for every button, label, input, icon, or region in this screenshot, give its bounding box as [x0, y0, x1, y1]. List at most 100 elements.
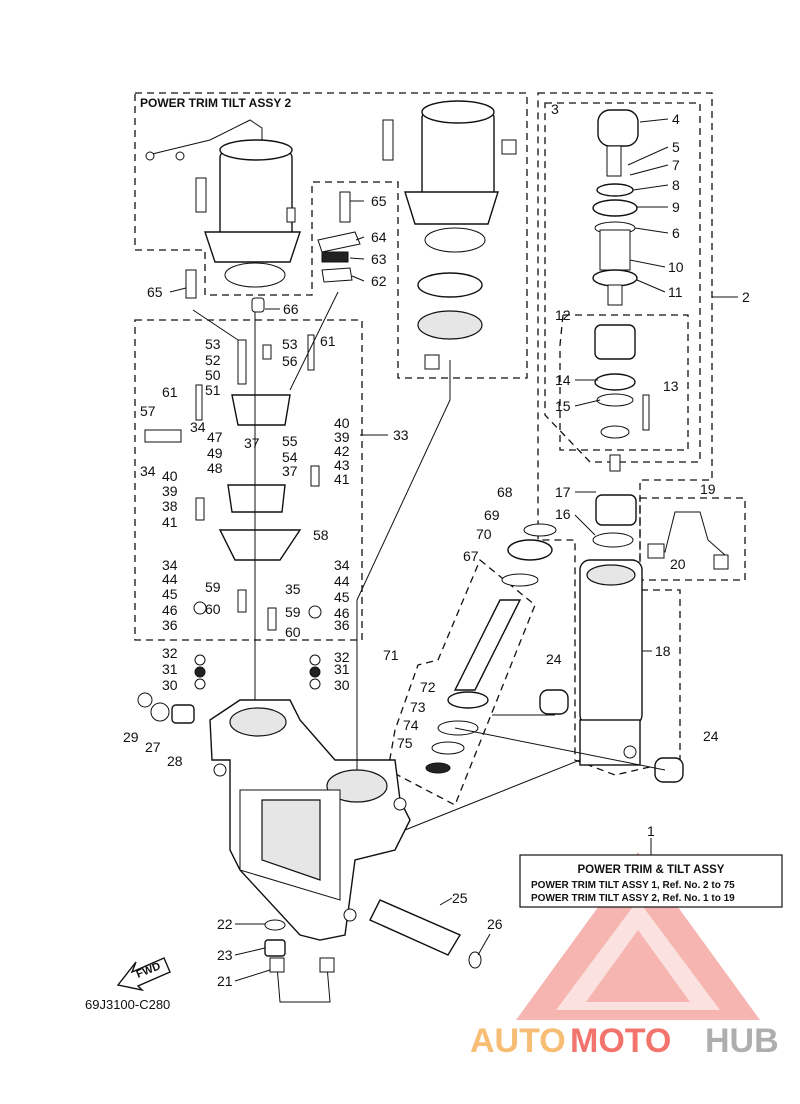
- callout-42: 42: [334, 443, 350, 459]
- callout-32-a: 32: [162, 645, 178, 661]
- callout-34-b: 34: [140, 463, 156, 479]
- callout-59-b: 59: [285, 604, 301, 620]
- callout-28: 28: [167, 753, 183, 769]
- valve-box: [134, 319, 363, 641]
- callout-24-b: 24: [703, 728, 719, 744]
- callout-74: 74: [403, 717, 419, 733]
- callout-15: 15: [555, 398, 571, 414]
- callout-16: 16: [555, 506, 571, 522]
- callout-20: 20: [670, 556, 686, 572]
- callout-45-a: 45: [162, 586, 178, 602]
- callout-39-b: 39: [162, 483, 178, 499]
- callout-40-b: 40: [162, 468, 178, 484]
- callout-46-b: 46: [334, 605, 350, 621]
- callout-65-a: 65: [371, 193, 387, 209]
- callout-58: 58: [313, 527, 329, 543]
- valve-parts: [144, 191, 361, 690]
- callout-8: 8: [672, 177, 680, 193]
- callout-72: 72: [420, 679, 436, 695]
- callout-43: 43: [334, 457, 350, 473]
- callout-29: 29: [123, 729, 139, 745]
- watermark-text: AUTO MOTO HUB: [470, 1022, 779, 1060]
- callout-14: 14: [555, 372, 571, 388]
- callout-23: 23: [217, 947, 233, 963]
- fwd-arrow-icon: FWD: [116, 957, 171, 992]
- callout-41-b: 41: [162, 514, 178, 530]
- callout-47: 47: [207, 429, 223, 445]
- callout-46-a: 46: [162, 602, 178, 618]
- watermark-moto: MOTO: [570, 1022, 671, 1060]
- callout-69: 69: [484, 507, 500, 523]
- callout-37-b: 37: [282, 463, 298, 479]
- table-row-1: POWER TRIM TILT ASSY 1, Ref. No. 2 to 75: [531, 880, 735, 891]
- diagram-code: 69J3100-C280: [85, 997, 170, 1012]
- callout-44-b: 44: [334, 573, 350, 589]
- callout-53-b: 53: [282, 336, 298, 352]
- callout-26: 26: [487, 916, 503, 932]
- callout-30-b: 30: [334, 677, 350, 693]
- callout-18: 18: [655, 643, 671, 659]
- callout-2: 2: [742, 289, 750, 305]
- callout-64: 64: [371, 229, 387, 245]
- callout-9: 9: [672, 199, 680, 215]
- callout-12: 12: [555, 307, 571, 323]
- callout-30-a: 30: [162, 677, 178, 693]
- callout-27: 27: [145, 739, 161, 755]
- callout-70: 70: [476, 526, 492, 542]
- callout-60-a: 60: [205, 601, 221, 617]
- trim-motor-2: [145, 119, 301, 288]
- callout-3: 3: [551, 101, 559, 117]
- callout-66: 66: [283, 301, 299, 317]
- callout-4: 4: [672, 111, 680, 127]
- callout-62: 62: [371, 273, 387, 289]
- callout-65-b: 65: [147, 284, 163, 300]
- callout-6: 6: [672, 225, 680, 241]
- watermark-logo: [516, 852, 760, 1020]
- callout-10: 10: [668, 259, 684, 275]
- watermark-auto: AUTO: [470, 1022, 566, 1060]
- callout-36-b: 36: [334, 617, 350, 633]
- callout-34-c: 34: [162, 557, 178, 573]
- callout-53-a: 53: [205, 336, 221, 352]
- callout-61-b: 61: [320, 333, 336, 349]
- callout-11: 11: [668, 284, 683, 300]
- callout-25: 25: [452, 890, 468, 906]
- callout-45-b: 45: [334, 589, 350, 605]
- callout-55: 55: [282, 433, 298, 449]
- callout-51: 51: [205, 382, 221, 398]
- callout-40-a: 40: [334, 415, 350, 431]
- callout-labels: 1 2 3 4 5 6 7 8 9 10 11 12 13 14 15 16 1…: [123, 101, 750, 989]
- callout-31-b: 31: [334, 661, 350, 677]
- callout-71: 71: [383, 647, 399, 663]
- callout-21: 21: [217, 973, 233, 989]
- callout-44-a: 44: [162, 571, 178, 587]
- callout-39-a: 39: [334, 429, 350, 445]
- callout-1: 1: [647, 823, 655, 839]
- callout-32-b: 32: [334, 649, 350, 665]
- callout-31-a: 31: [162, 661, 178, 677]
- callout-52: 52: [205, 352, 221, 368]
- leader-lines: [192, 291, 666, 831]
- cylinder-box: [537, 92, 746, 776]
- trim-motor-1: [382, 100, 517, 370]
- callout-34-d: 34: [334, 557, 350, 573]
- callout-17: 17: [555, 484, 571, 500]
- callout-35: 35: [285, 581, 301, 597]
- callout-49: 49: [207, 445, 223, 461]
- callout-63: 63: [371, 251, 387, 267]
- callout-48: 48: [207, 460, 223, 476]
- manifold-housing: [137, 692, 482, 1003]
- reference-table: POWER TRIM & TILT ASSY POWER TRIM TILT A…: [519, 838, 783, 908]
- callout-75: 75: [397, 735, 413, 751]
- callout-22: 22: [217, 916, 233, 932]
- cylinder-parts: [539, 109, 729, 783]
- callout-41-a: 41: [334, 471, 350, 487]
- callout-60-b: 60: [285, 624, 301, 640]
- callout-50: 50: [205, 367, 221, 383]
- assy-box-2: [134, 92, 528, 379]
- callout-36-a: 36: [162, 617, 178, 633]
- callout-38: 38: [162, 498, 178, 514]
- watermark-hub: HUB: [705, 1022, 779, 1060]
- callout-7: 7: [672, 157, 680, 173]
- callout-5: 5: [672, 139, 680, 155]
